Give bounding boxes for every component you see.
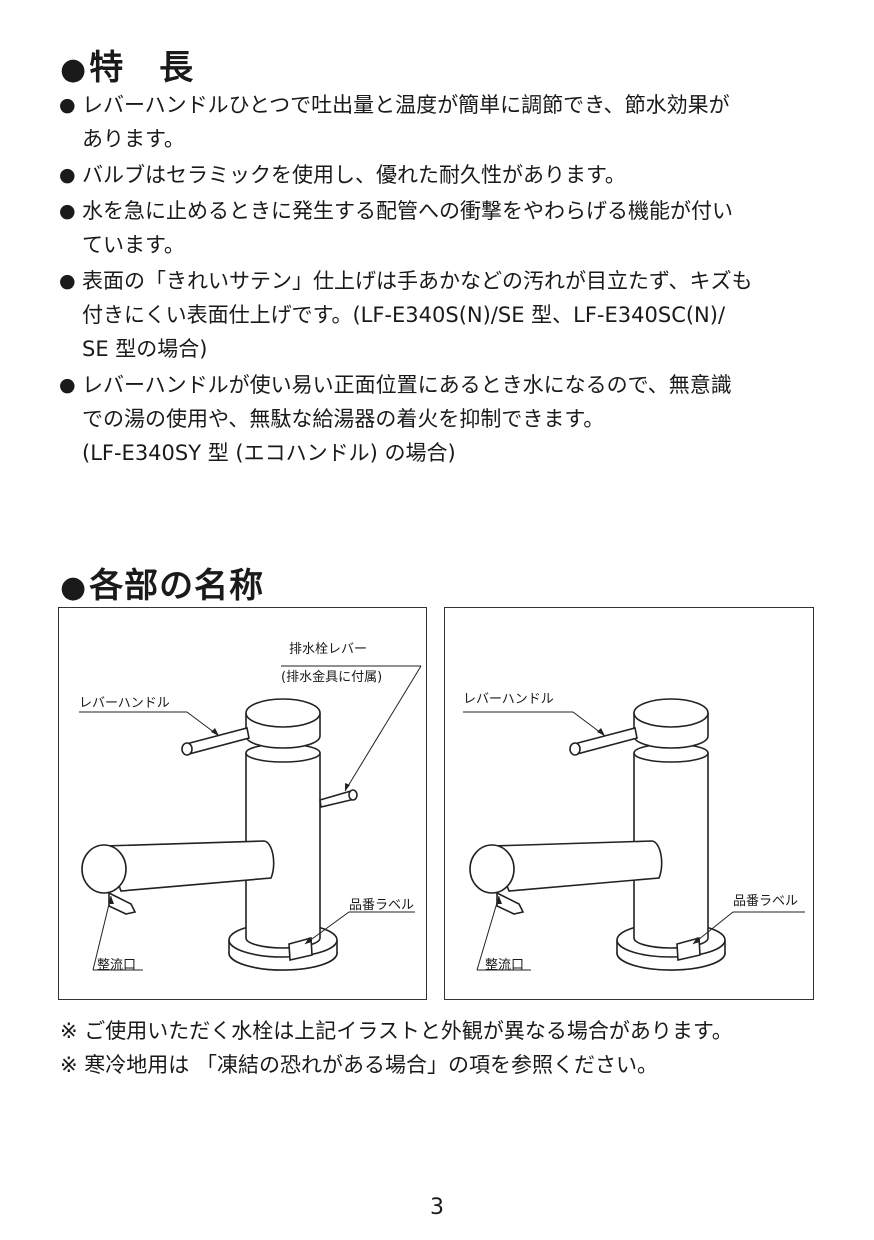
feature-item: ●レバーハンドルが使い易い正面位置にあるとき水になるので、無意識 での湯の使用や… — [59, 368, 820, 470]
note-item: ※ ご使用いただく水栓は上記イラストと外観が異なる場合があります。 — [60, 1019, 733, 1043]
feature-item: ●バルブはセラミックを使用し、優れた耐久性があります。 — [59, 158, 820, 192]
product-label-label: 品番ラベル — [349, 898, 415, 913]
note-item: ※ 寒冷地用は 「凍結の恐れがある場合」の項を参照ください。 — [60, 1053, 658, 1077]
aerator-label: 整流口 — [97, 958, 137, 973]
faucet-illustration — [79, 665, 422, 971]
aerator-label: 整流口 — [485, 958, 525, 973]
features-title: ●特 長 — [60, 48, 195, 88]
bullet-icon: ● — [59, 94, 76, 116]
drain-lever-label: 排水栓レバー — [289, 642, 368, 657]
notes: ※ ご使用いただく水栓は上記イラストと外観が異なる場合があります。 ※ 寒冷地用… — [60, 1014, 840, 1082]
title-bullet-icon: ● — [60, 52, 88, 87]
drain-lever-note: (排水金具に付属) — [281, 670, 383, 685]
faucet-figure-left: レバーハンドル 排水栓レバー (排水金具に付属) 品番ラベル 整流口 — [58, 607, 427, 1000]
bullet-icon: ● — [59, 374, 76, 396]
bullet-icon: ● — [59, 270, 76, 292]
feature-item: ●表面の「きれいサテン」仕上げは手あかなどの汚れが目立たず、キズも 付きにくい表… — [59, 264, 820, 366]
page-number: 3 — [430, 1195, 444, 1220]
lever-handle-label: レバーハンドル — [463, 692, 554, 707]
product-label-label: 品番ラベル — [733, 894, 799, 909]
feature-item: ●水を急に止めるときに発生する配管への衝撃をやわらげる機能が付い ています。 — [59, 194, 820, 262]
faucet-figure-right: レバーハンドル 品番ラベル 整流口 — [444, 607, 814, 1000]
lever-handle-label: レバーハンドル — [79, 696, 170, 711]
faucet-illustration — [463, 698, 805, 971]
reference-mark-icon: ※ — [60, 1019, 78, 1043]
title-bullet-icon: ● — [60, 570, 88, 605]
reference-mark-icon: ※ — [60, 1053, 78, 1077]
bullet-icon: ● — [59, 164, 76, 186]
feature-item: ●レバーハンドルひとつで吐出量と温度が簡単に調節でき、節水効果が あります。 — [59, 88, 820, 156]
feature-list: ●レバーハンドルひとつで吐出量と温度が簡単に調節でき、節水効果が あります。 ●… — [59, 88, 820, 472]
bullet-icon: ● — [59, 200, 76, 222]
parts-title: ●各部の名称 — [60, 566, 265, 606]
